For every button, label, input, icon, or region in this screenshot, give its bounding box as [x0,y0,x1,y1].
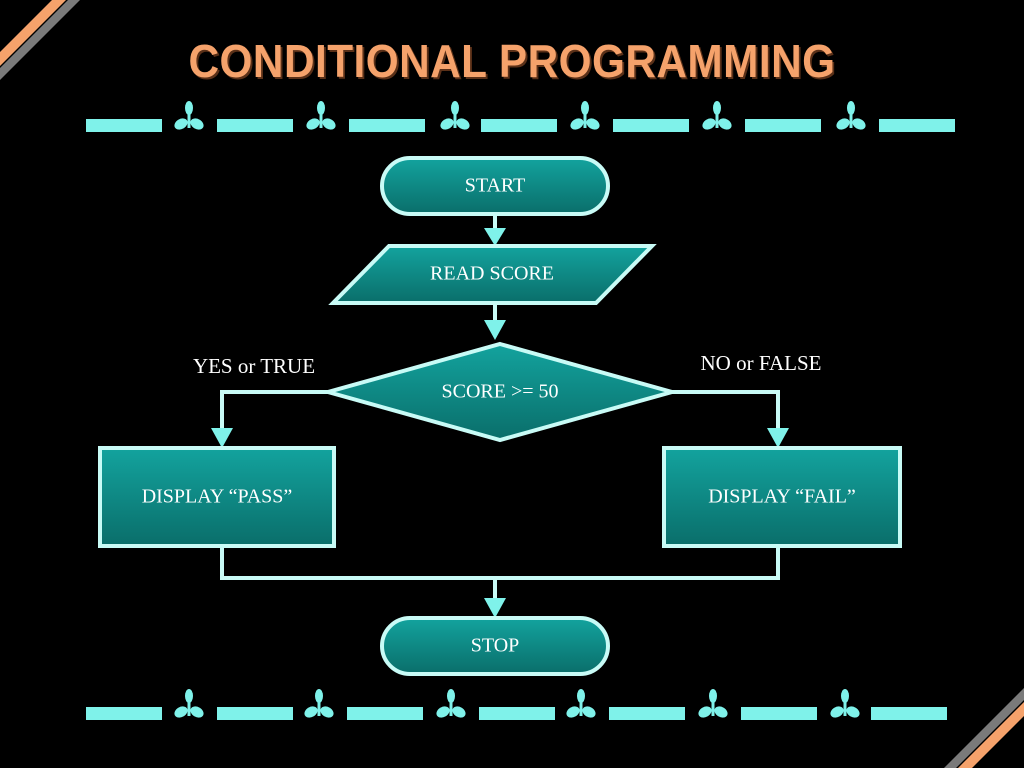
start-node: START [382,158,608,214]
decision-node: SCORE >= 50 [328,344,672,440]
input-label: READ SCORE [430,263,554,285]
fail-node: DISPLAY “FAIL” [664,448,900,546]
no-branch-label: NO or FALSE [701,351,822,375]
stop-label: STOP [471,635,520,657]
stop-node: STOP [382,618,608,674]
pass-node: DISPLAY “PASS” [100,448,334,546]
start-label: START [465,175,526,197]
yes-branch-label: YES or TRUE [193,354,315,378]
fail-label: DISPLAY “FAIL” [708,486,856,508]
input-node: READ SCORE [333,246,652,303]
decision-label: SCORE >= 50 [441,381,558,403]
pass-label: DISPLAY “PASS” [142,486,293,508]
